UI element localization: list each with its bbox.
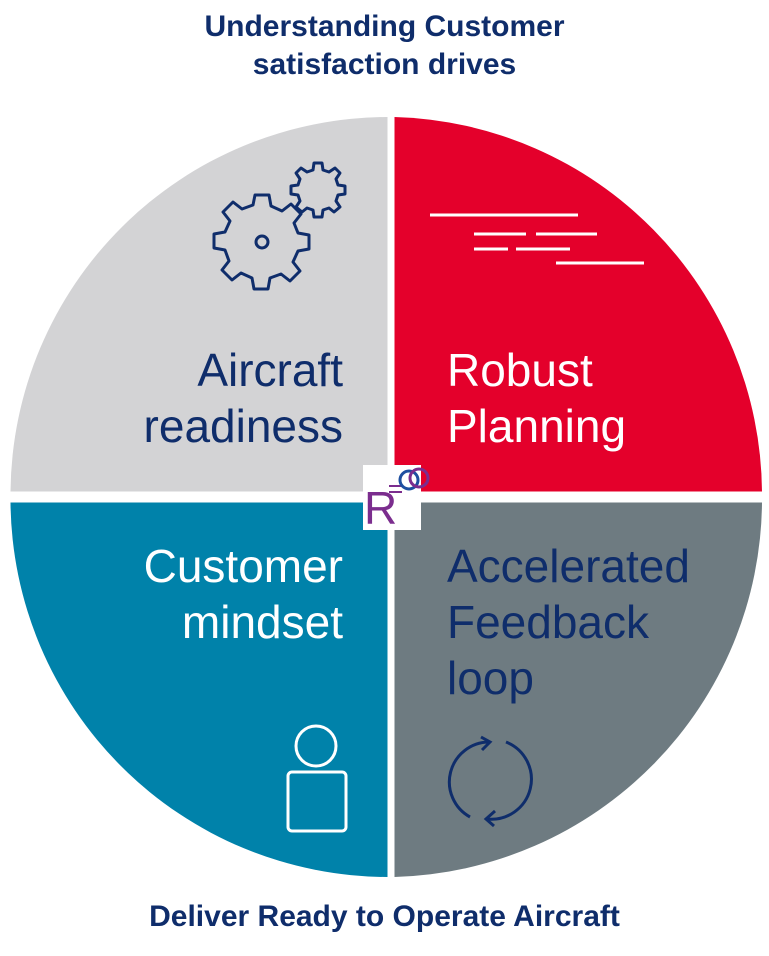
label-accelerated-feedback-line2: Feedback (447, 596, 650, 648)
label-robust-planning-line1: Robust (447, 344, 593, 396)
label-aircraft-readiness-line1: Aircraft (197, 344, 343, 396)
refresh-cycle-icon (447, 735, 533, 828)
planning-lines-icon (430, 213, 644, 265)
label-accelerated-feedback-line3: loop (447, 652, 534, 704)
label-robust-planning-line2: Planning (447, 400, 626, 452)
diagram-title: Understanding Customer satisfaction driv… (0, 8, 769, 84)
quadrant-bottom-left (10, 502, 388, 877)
title-line-2: satisfaction drives (252, 48, 517, 81)
quadrant-top-left (10, 117, 388, 492)
quadrant-top-right (394, 117, 762, 492)
person-icon (286, 724, 348, 833)
label-customer-mindset-line1: Customer (144, 540, 343, 592)
logo-letter: R (364, 482, 397, 534)
title-line-1: Understanding Customer (204, 10, 565, 43)
label-aircraft-readiness-line2: readiness (144, 400, 343, 452)
label-accelerated-feedback-line1: Accelerated (447, 540, 690, 592)
rpo-logo: R (363, 465, 430, 534)
quadrant-bottom-right (394, 502, 762, 877)
diagram-footer: Deliver Ready to Operate Aircraft (149, 900, 620, 933)
label-customer-mindset-line2: mindset (182, 596, 343, 648)
gears-icon (212, 161, 347, 291)
